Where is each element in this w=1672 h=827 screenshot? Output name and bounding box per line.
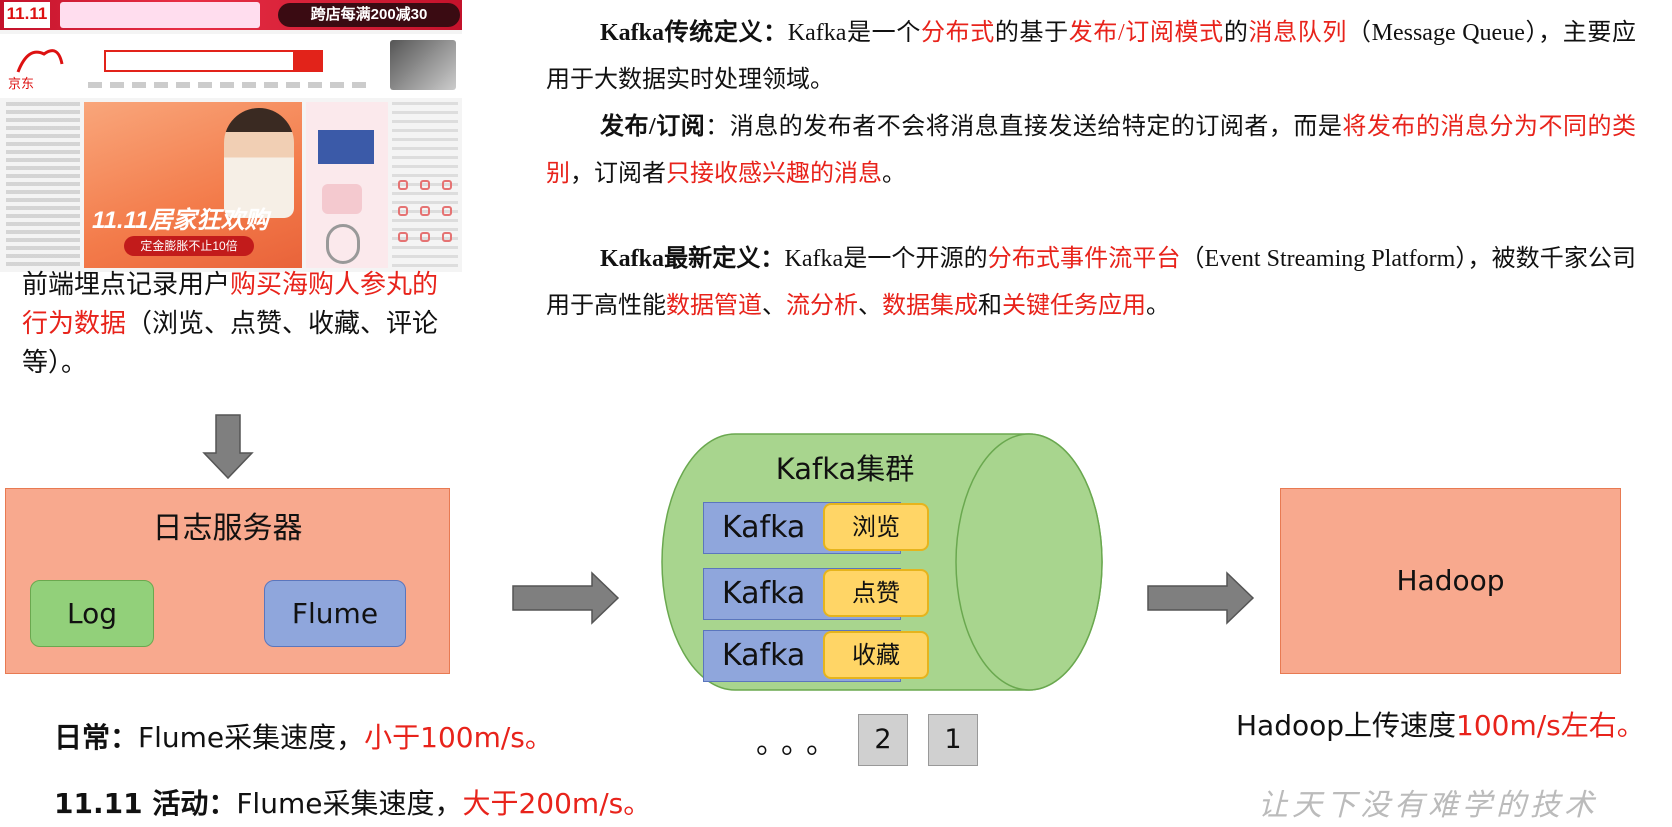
- def-text: 、: [858, 293, 882, 319]
- jd-homepage-screenshot: 11.11 跨店每满200减30 京东 11.11居家狂欢购 定金膨胀不止10倍: [0, 0, 462, 272]
- def-text: （Event Streaming Platform），被数千家公司用于高性能: [546, 246, 1637, 319]
- def-text: 的: [1223, 20, 1249, 46]
- service-icon: [442, 232, 452, 242]
- daily-text: Flume采集速度，: [138, 721, 365, 754]
- def-highlight: 只接收感兴趣的消息: [666, 161, 882, 187]
- def-text: Kafka是一个开源的: [784, 246, 988, 272]
- flume-node: Flume: [264, 580, 406, 647]
- log-node: Log: [30, 580, 154, 647]
- def-highlight: 关键任务应用: [1002, 293, 1146, 319]
- hadoop-box: Hadoop: [1280, 488, 1621, 674]
- daily-speed-note: 日常：Flume采集速度，小于100m/s。: [54, 716, 553, 756]
- daily-value: 小于100m/s。: [364, 721, 553, 754]
- service-icon: [442, 206, 452, 216]
- service-icon: [420, 232, 430, 242]
- def-highlight: 消息队列: [1248, 20, 1347, 46]
- def-text: 的基于: [994, 20, 1069, 46]
- topic-like: 点赞: [823, 569, 929, 617]
- def-text: ：消息的发布者不会将消息直接发送给特定的订阅者，而是: [705, 114, 1343, 140]
- laptop-ad-image: [390, 40, 456, 90]
- note-highlight: 购买海购人参丸的行为数据: [22, 270, 439, 339]
- def-text: 和: [978, 293, 1002, 319]
- banner-model-image: [224, 108, 294, 218]
- product-thumb: [322, 184, 362, 214]
- traditional-definition: Kafka传统定义：Kafka是一个分布式的基于发布/订阅模式的消息队列（Mes…: [546, 10, 1636, 104]
- service-icon: [398, 232, 408, 242]
- hadoop-text: Hadoop上传速度: [1236, 709, 1457, 742]
- hadoop-speed-note: Hadoop上传速度100m/s左右。: [1236, 704, 1645, 744]
- def-text: 。: [882, 161, 906, 187]
- search-button[interactable]: [293, 50, 323, 72]
- def-text: 。: [1146, 293, 1170, 319]
- service-icon: [398, 180, 408, 190]
- traditional-label: Kafka传统定义：: [600, 20, 788, 46]
- def-highlight: 分布式事件流平台: [987, 246, 1181, 272]
- banner-button: 定金膨胀不止10倍: [124, 236, 254, 256]
- def-text: 、: [762, 293, 786, 319]
- jd-logo-text: 京东: [8, 76, 35, 91]
- service-icon: [398, 206, 408, 216]
- topic-favorite: 收藏: [823, 631, 929, 679]
- watermark: 让天下没有难学的技术: [1258, 788, 1598, 823]
- more-partitions-ellipsis: 。。。: [756, 726, 846, 761]
- promo-banner: 11.11居家狂欢购 定金膨胀不止10倍: [84, 102, 302, 268]
- latest-label: Kafka最新定义：: [600, 246, 785, 272]
- event-value: 大于200m/s。: [462, 787, 652, 820]
- promo-top-bar: 11.11 跨店每满200减30: [0, 0, 462, 30]
- def-highlight: 分布式: [920, 20, 995, 46]
- laptop-thumb: [318, 130, 374, 164]
- def-highlight: 数据集成: [882, 293, 978, 319]
- kafka-cluster-title: Kafka集群: [775, 452, 915, 486]
- event-speed-note: 11.11 活动：Flume采集速度，大于200m/s。: [54, 782, 651, 822]
- double-eleven-badge: 11.11: [4, 2, 50, 28]
- down-arrow-icon: [202, 414, 254, 480]
- log-server-title: 日志服务器: [152, 511, 303, 546]
- nav-links: [88, 82, 368, 88]
- service-icon: [420, 180, 430, 190]
- event-label: 11.11 活动：: [54, 787, 237, 820]
- def-highlight: 将发布的消息分为不同的类别: [546, 114, 1637, 187]
- jd-dog-icon: [16, 49, 64, 73]
- banner-title: 11.11居家狂欢购: [92, 207, 269, 234]
- note-prefix: 前端埋点记录用户: [22, 270, 231, 300]
- hadoop-value: 100m/s左右。: [1456, 709, 1645, 742]
- def-highlight: 数据管道: [666, 293, 762, 319]
- site-header: 京东: [0, 34, 462, 98]
- recommend-column: [306, 102, 388, 268]
- daily-label: 日常：: [54, 721, 139, 754]
- service-icon: [420, 206, 430, 216]
- def-text: （Message Queue），主要应用于大数据实时处理领域。: [546, 20, 1637, 93]
- frontend-tracking-note: 前端埋点记录用户购买海购人参丸的行为数据（浏览、点赞、收藏、评论等）。: [22, 266, 452, 383]
- pubsub-label: 发布/订阅: [600, 114, 706, 140]
- topic-browse: 浏览: [823, 503, 929, 551]
- right-arrow-icon: [1147, 571, 1255, 625]
- kafka-definitions: Kafka传统定义：Kafka是一个分布式的基于发布/订阅模式的消息队列（Mes…: [546, 10, 1636, 330]
- watch-thumb: [326, 224, 360, 264]
- service-icon: [442, 180, 452, 190]
- def-text: ，订阅者: [570, 161, 666, 187]
- partition-box: 1: [928, 714, 978, 766]
- right-arrow-icon: [512, 571, 620, 625]
- note-suffix: （浏览、点赞、收藏、评论等）。: [22, 309, 439, 378]
- event-text: Flume采集速度，: [236, 787, 463, 820]
- def-highlight: 发布/订阅模式: [1068, 20, 1224, 46]
- partition-box: 2: [858, 714, 908, 766]
- cylinder-end: [955, 433, 1103, 691]
- pubsub-definition: 发布/订阅：消息的发布者不会将消息直接发送给特定的订阅者，而是将发布的消息分为不…: [546, 104, 1636, 198]
- service-icons-column: [392, 102, 458, 268]
- latest-definition: Kafka最新定义：Kafka是一个开源的分布式事件流平台（Event Stre…: [546, 236, 1636, 330]
- promo-slogan: 跨店每满200减30: [278, 3, 460, 27]
- category-sidebar: [6, 102, 80, 268]
- def-highlight: 流分析: [786, 293, 858, 319]
- def-text: Kafka是一个: [787, 20, 921, 46]
- jd-logo: 京东: [8, 42, 68, 92]
- promo-products-strip: [60, 2, 260, 28]
